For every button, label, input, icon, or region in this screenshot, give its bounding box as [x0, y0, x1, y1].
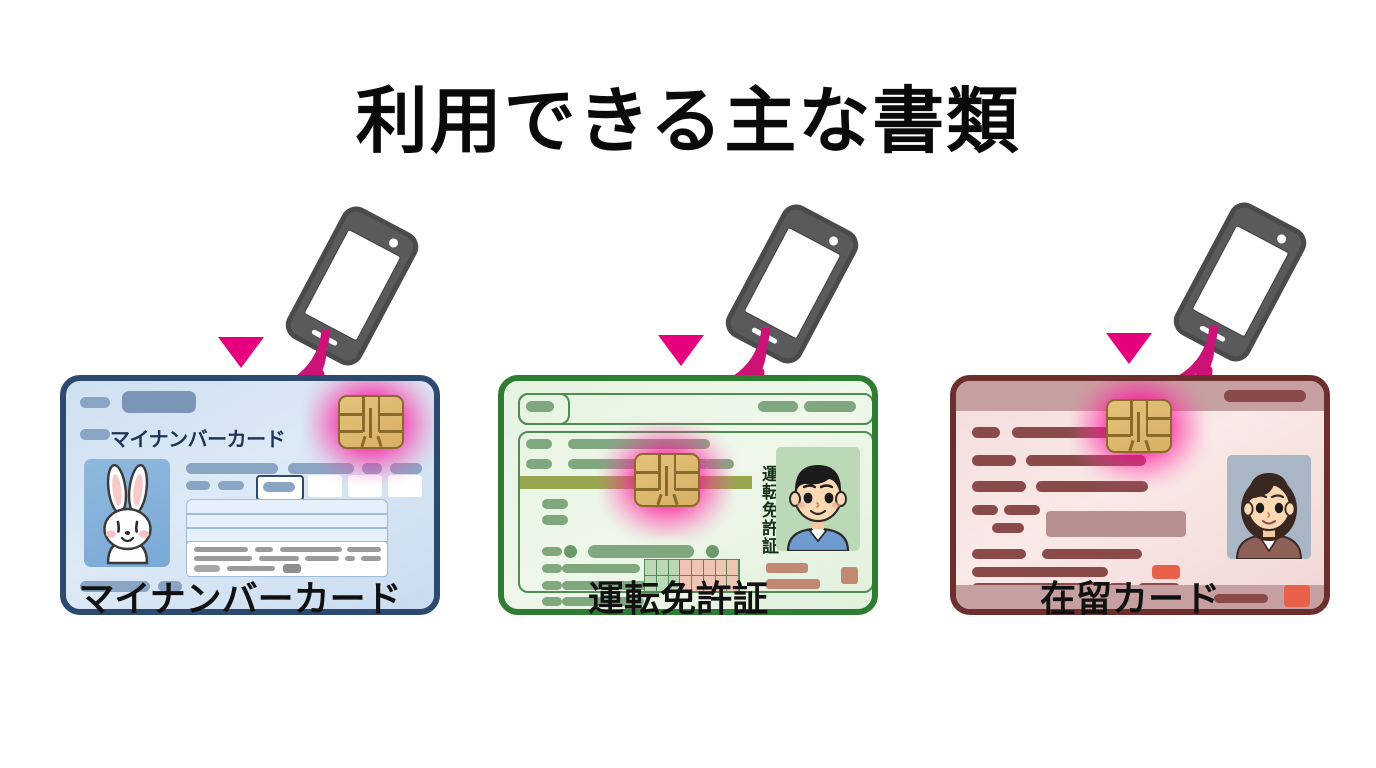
card-bar — [542, 597, 562, 606]
card-stamp — [1284, 585, 1310, 607]
triangle-pointer-icon — [1106, 333, 1152, 364]
card-stamp — [1152, 565, 1180, 579]
card-group-my-number: マイナンバーカード — [20, 200, 460, 700]
card-bar — [562, 564, 640, 573]
ic-chip-icon — [306, 381, 434, 481]
card-checkbox-filled — [256, 475, 304, 501]
phone-screen — [303, 228, 402, 342]
phone-camera-dot — [387, 236, 400, 250]
page-title: 利用できる主な書類 — [355, 79, 1021, 163]
card-bar — [972, 505, 998, 515]
card-stamp — [841, 567, 858, 584]
card-group-drivers-license: 運転免許証 — [458, 198, 898, 700]
card-dot — [706, 545, 719, 558]
card-bar — [526, 439, 552, 449]
card-bar — [158, 581, 182, 592]
card-bar — [526, 401, 554, 412]
residence-card — [950, 375, 1330, 615]
phone-screen — [1191, 224, 1290, 338]
card-bar — [122, 391, 196, 413]
ic-chip-icon — [1074, 381, 1204, 485]
caption-my-number: マイナンバーカード — [78, 579, 402, 620]
card-group-residence: 在留カード — [910, 196, 1350, 700]
card-bar — [562, 597, 644, 606]
card-bar — [972, 455, 1016, 466]
phone-screen — [743, 226, 842, 340]
card-bar — [1224, 390, 1306, 402]
card-photo-woman — [1227, 455, 1311, 559]
card-bar — [972, 549, 1026, 559]
phone-camera-dot — [1275, 232, 1288, 246]
triangle-pointer-icon — [658, 335, 704, 366]
card-bar — [526, 459, 552, 469]
card-dot — [564, 545, 577, 558]
phone-camera-dot — [827, 234, 840, 248]
card-bar — [542, 564, 562, 573]
card-bar — [758, 401, 798, 412]
card-bar — [1042, 549, 1142, 559]
card-bar — [1214, 594, 1268, 603]
card-bar — [186, 481, 210, 490]
card-photo-boy — [776, 447, 860, 551]
card-bar — [972, 567, 1108, 577]
card-address-box — [186, 541, 388, 577]
my-number-card: マイナンバーカード — [60, 375, 440, 615]
triangle-pointer-icon — [218, 337, 264, 368]
card-bar — [542, 547, 562, 556]
card-bar — [562, 581, 648, 590]
card-bar — [542, 515, 568, 525]
card-bar — [542, 499, 568, 509]
card-bar — [1004, 505, 1040, 515]
card-bar — [588, 545, 694, 558]
card-grid-table — [644, 559, 740, 593]
card-bar — [80, 397, 110, 408]
card-bar — [186, 463, 278, 474]
caption-drivers-license: 運転免許証 — [587, 579, 768, 620]
card-bar — [972, 481, 1026, 492]
card-bar — [1046, 511, 1186, 537]
card-bar — [972, 427, 1000, 438]
drivers-license-card: 運転免許証 — [498, 375, 878, 615]
card-bar — [992, 523, 1024, 533]
card-label-my-number: マイナンバーカード — [110, 427, 286, 451]
card-photo-rabbit — [84, 459, 170, 567]
ic-chip-icon — [602, 423, 732, 539]
card-bar — [542, 581, 562, 590]
card-bar — [80, 429, 110, 440]
card-bar — [1036, 481, 1148, 492]
card-label-drivers-license: 運転免許証 — [758, 465, 778, 555]
card-bar — [766, 563, 808, 573]
card-bar — [218, 481, 244, 490]
card-bar — [804, 401, 856, 412]
card-box — [518, 393, 570, 425]
card-bar — [766, 579, 820, 589]
caption-residence-card: 在留カード — [1039, 579, 1220, 620]
card-bar — [80, 581, 150, 592]
